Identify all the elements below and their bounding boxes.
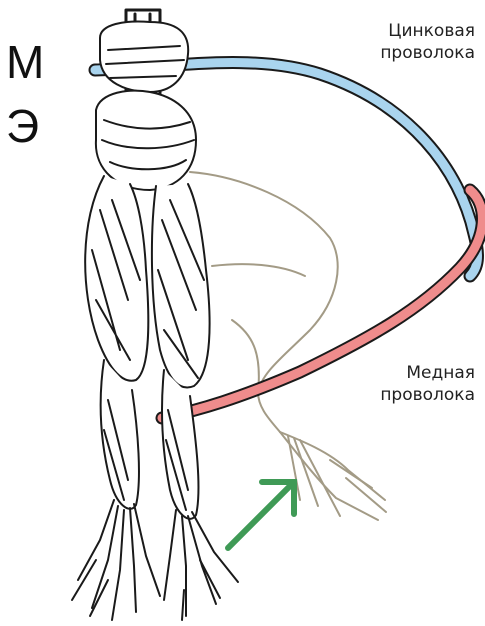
copper-wire-label: Медная проволока — [315, 362, 475, 406]
frog-legs-illustration — [72, 10, 238, 620]
zinc-wire-label: Цинковая проволока — [315, 20, 475, 64]
movement-arrow-icon — [228, 482, 294, 548]
